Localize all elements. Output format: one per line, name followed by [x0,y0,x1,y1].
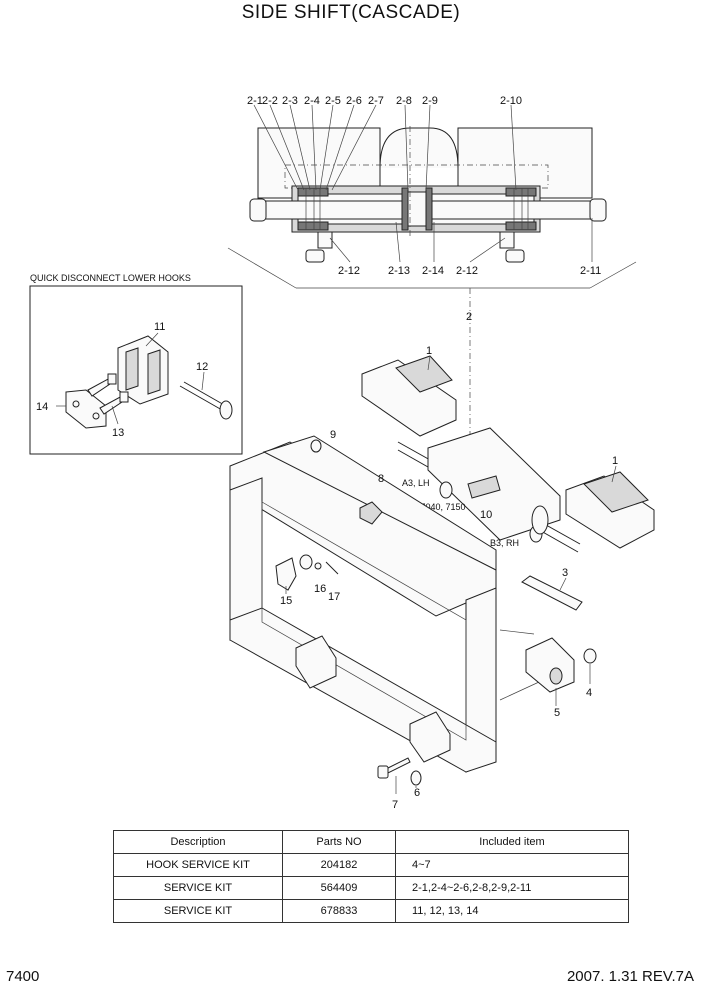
header-description: Description [113,830,283,854]
row-parts-no: 564409 [282,876,396,900]
service-kit-table: Description Parts NO Included item HOOK … [113,830,629,923]
cylinder-section-view [227,104,637,440]
callout-6: 6 [414,787,420,799]
callout-2-6: 2-6 [346,95,362,107]
page-title: SIDE SHIFT(CASCADE) [241,2,461,23]
row-parts-no: 204182 [282,853,396,877]
page-number: 7400 [6,968,40,985]
callout-12: 12 [196,361,208,373]
row-included-item: 11, 12, 13, 14 [395,899,629,923]
note-a3-lh: A3, LH [402,478,430,488]
callout-8: 8 [378,473,384,485]
callout-2-8: 2-8 [396,95,412,107]
callout-2-14: 2-14 [422,265,444,277]
callout-2-9: 2-9 [422,95,438,107]
callout-2-1: 2-1 [247,95,263,107]
callout-5: 5 [554,707,560,719]
quick-disconnect-inset [29,285,243,455]
lower-hook-assembly [525,637,597,706]
callout-4: 4 [586,687,592,699]
callout-1-right: 1 [612,455,618,467]
callout-2-2: 2-2 [262,95,278,107]
row-description: SERVICE KIT [113,899,283,923]
revision-date: 2007. 1.31 REV.7A [566,968,694,985]
table-header-row: Description Parts NO Included item [113,830,629,854]
callout-2-13: 2-13 [388,265,410,277]
callout-11: 11 [154,321,165,333]
callout-16: 16 [314,583,326,595]
callout-15: 15 [280,595,292,607]
callout-2-7: 2-7 [368,95,384,107]
callout-2-4: 2-4 [304,95,320,107]
note-see-ref: SEE 7040, 7150 [400,502,466,512]
callout-2: 2 [466,311,472,323]
cylinder-assembly [397,427,581,553]
callout-10: 10 [480,509,492,521]
row-included-item: 4~7 [395,853,629,877]
table-row: HOOK SERVICE KIT 204182 4~7 [113,853,629,877]
callout-9: 9 [330,429,336,441]
row-included-item: 2-1,2-4~2-6,2-8,2-9,2-11 [395,876,629,900]
table-row: SERVICE KIT 564409 2-1,2-4~2-6,2-8,2-9,2… [113,876,629,900]
callout-13: 13 [112,427,124,439]
callout-2-12-left: 2-12 [338,265,360,277]
callout-3: 3 [562,567,568,579]
header-included-item: Included item [395,830,629,854]
callout-17: 17 [328,591,340,603]
callout-2-11: 2-11 [580,265,601,277]
slide-pad-right [565,465,655,549]
callout-7: 7 [392,799,398,811]
quick-disconnect-label: QUICK DISCONNECT LOWER HOOKS [30,273,191,283]
row-description: HOOK SERVICE KIT [113,853,283,877]
row-description: SERVICE KIT [113,876,283,900]
hook-parts-inset [56,332,233,429]
carriage-frame [229,435,553,773]
bolt-and-washer [377,757,422,794]
table-row: SERVICE KIT 678833 11, 12, 13, 14 [113,899,629,923]
callout-14: 14 [36,401,48,413]
slide-pad-upper-left [361,355,457,437]
callout-2-5: 2-5 [325,95,341,107]
wear-strip [521,575,583,611]
callout-2-12-right: 2-12 [456,265,478,277]
note-b3-rh: B3, RH [490,538,519,548]
retainer-15-16-17 [275,554,339,594]
callout-1-left: 1 [426,345,432,357]
callout-2-3: 2-3 [282,95,298,107]
callout-2-10: 2-10 [500,95,522,107]
header-parts-no: Parts NO [282,830,396,854]
row-parts-no: 678833 [282,899,396,923]
